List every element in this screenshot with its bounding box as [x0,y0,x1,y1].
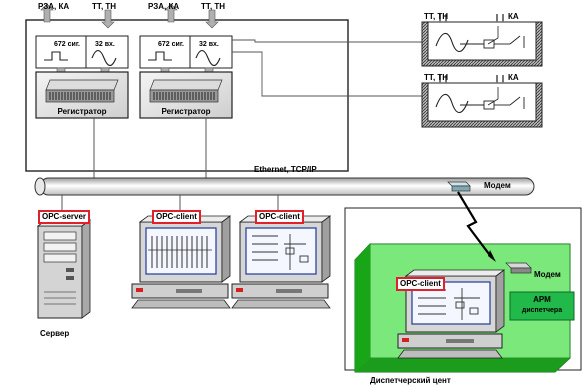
field-equipment-2 [421,75,543,128]
label-rza-ka-2: РЗА, КА [148,2,180,11]
wire-to-field-1 [232,39,430,43]
workstation-2 [231,215,332,309]
opc-client-tag-1: OPC-client [152,210,201,224]
keyboard [397,349,503,359]
opc-client-tag-3: OPC-client [396,277,445,291]
field-1-ka-label: КА [508,12,519,21]
substation-frame [25,19,349,172]
workstation-1 [131,215,232,309]
up-arrow-icon [40,3,54,23]
opc-server-tag: OPC-server [38,210,91,224]
recorder-1-title: Регистратор [57,107,107,116]
arm-label-line2: диспетчера [521,307,563,314]
tt-tn-probe-icon [439,14,447,22]
signals-count-2: 672 сиг. [158,41,184,48]
tt-tn-probe-icon [439,75,447,83]
label-rza-ka-1: РЗА, КА [38,2,70,11]
drive-bay-icon [43,253,77,263]
ethernet-bus [34,177,535,196]
label-tt-tn-2: ТТ, ТН [201,2,226,11]
wire-to-field-2 [232,51,430,97]
up-arrow-icon [164,3,178,23]
sine-wave-icon [435,93,469,114]
field-1-tt-tn-label: ТТ, ТН [424,12,449,21]
ka-probe-icon [496,14,504,22]
modem-icon [447,181,471,192]
drive-bay-icon [43,242,77,252]
server-tower [36,219,92,319]
keyboard [231,299,331,309]
digital-signal-icon [148,51,172,61]
label-tt-tn-1: ТТ, ТН [92,2,117,11]
opc-client-tag-2: OPC-client [255,210,304,224]
signals-count-1: 672 сиг. [54,41,80,48]
breaker-switch-icon [509,35,521,45]
dispatch-modem-icon [505,262,532,274]
inputs-count-2: 32 вх. [199,41,219,48]
monitor-screen [145,227,217,275]
dispatch-modem-label: Модем [534,270,561,279]
ka-probe-icon [496,75,504,83]
ethernet-label: Ethernet, TCP/IP [254,165,317,174]
breaker-switch-icon [509,96,521,106]
server-caption: Сервер [40,329,70,338]
field-2-tt-tn-label: ТТ, ТН [424,73,449,82]
recorder-2-title: Регистратор [161,107,211,116]
arm-label-line1: АРМ [533,295,551,304]
power-led-icon [402,338,409,342]
sine-wave-icon [435,32,469,53]
keyboard [131,299,231,309]
recorder-unit-2 [139,3,233,178]
drive-bay-icon [43,231,77,241]
monitor-screen [245,227,317,275]
recorder-unit-1 [35,3,129,178]
analog-signal-icon [91,49,117,67]
down-arrow-icon [101,9,115,29]
down-arrow-icon [205,9,219,29]
signal-box [35,35,129,69]
power-led-icon [236,288,243,292]
dispatch-room-caption: Диспетчерский цент [370,376,451,385]
field-2-ka-label: КА [508,73,519,82]
bus-modem-label: Модем [484,181,511,190]
power-led-icon [136,288,143,292]
digital-signal-icon [44,51,68,61]
radio-link-icon [457,191,493,259]
inputs-count-1: 32 вх. [95,41,115,48]
analog-signal-icon [195,49,221,67]
field-equipment-1 [421,14,543,67]
arm-panel [509,291,575,321]
